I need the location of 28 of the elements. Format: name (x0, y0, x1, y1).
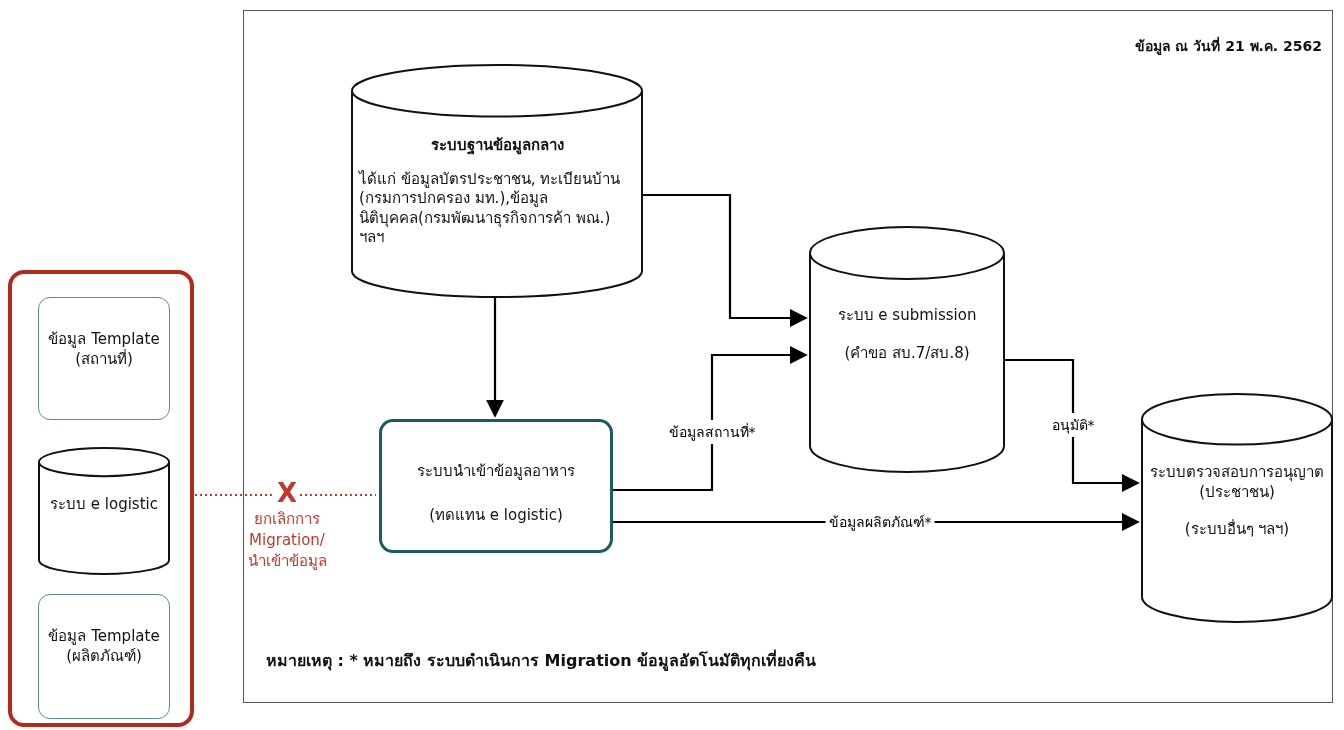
node-detail: (ทดแทน e logistic) (428, 505, 564, 525)
node-title: ระบบฐานข้อมูลกลาง (429, 136, 565, 156)
database-cylinder (809, 226, 1005, 473)
footnote: หมายเหตุ : * หมายถึง ระบบดำเนินการ Migration ข้อมูลอัตโนมัติทุกเที่ยงคืน (266, 651, 817, 672)
dotted-line (194, 494, 377, 496)
data-template-box (38, 594, 170, 719)
node-title: ข้อมูล Template (ผลิตภัณฑ์) (47, 627, 161, 666)
database-cylinder (38, 447, 170, 575)
node-detail: (ระบบอื่นๆ ฯลฯ) (1183, 520, 1291, 540)
arrow (1005, 358, 1140, 492)
diagram-frame (243, 10, 1333, 703)
process-box (379, 419, 613, 553)
arrow (486, 298, 504, 418)
node-detail: ได้แก่ ข้อมูลบัตรประชาชน, ทะเบียนบ้าน (กรมการปกครอง มท.),ข้อมูลนิติบุคคล(กรมพัฒนาธุรกิจการค้า พณ.) ฯลฯ (357, 169, 622, 248)
database-cylinder (1141, 393, 1333, 623)
arrow (613, 346, 808, 492)
arrow (643, 193, 808, 327)
node-title: ข้อมูล Template (สถานที่) (47, 330, 161, 369)
date-note: ข้อมูล ณ วันที่ 21 พ.ค. 2562 (1134, 37, 1322, 56)
database-cylinder (351, 64, 643, 298)
node-title: ระบบ e submission (836, 306, 978, 326)
group-box (8, 270, 194, 727)
node-title: ระบบตรวจสอบการอนุญาต (ประชาชน) (1149, 463, 1325, 502)
node-title: ระบบนำเข้าข้อมูลอาหาร (416, 462, 576, 482)
node-detail: (คำขอ สบ.7/สบ.8) (843, 343, 971, 363)
data-template-box (38, 297, 170, 420)
node-title: ระบบ e logistic (49, 495, 159, 515)
note-label: ยกเลิกการ Migration/ นำเข้าข้อมูล (246, 509, 328, 572)
